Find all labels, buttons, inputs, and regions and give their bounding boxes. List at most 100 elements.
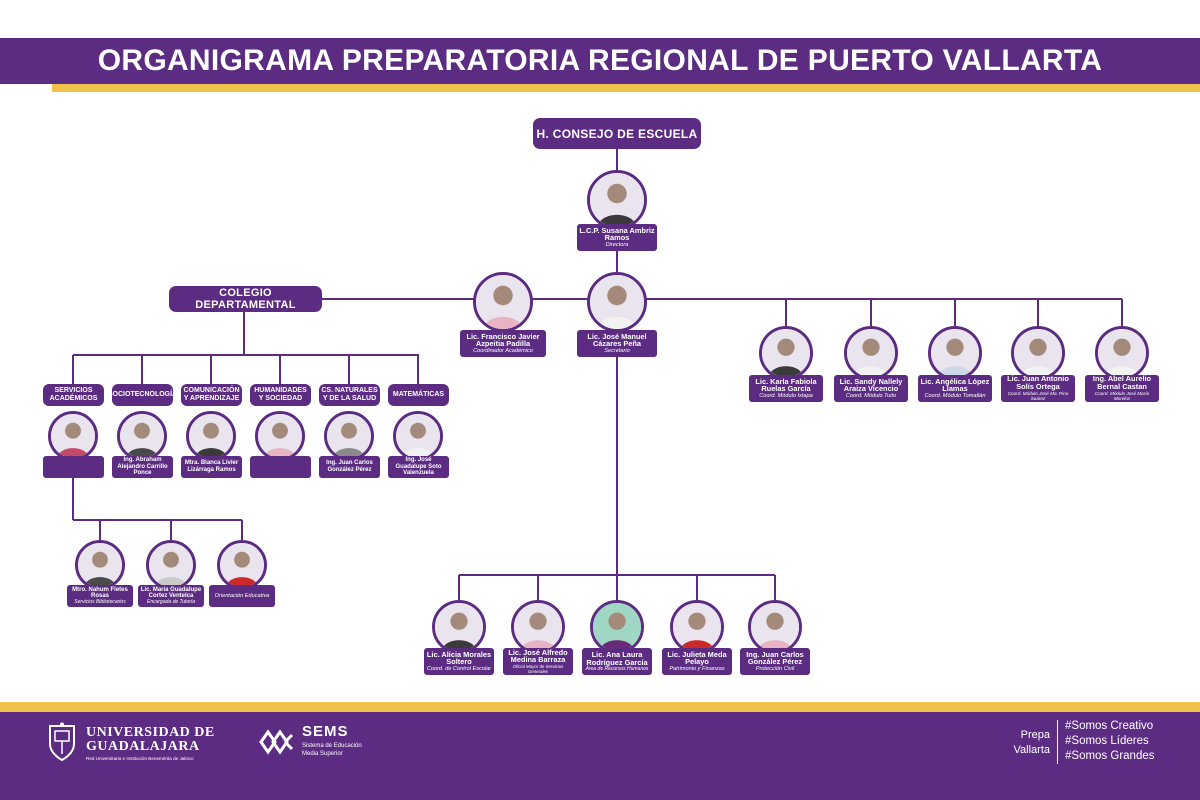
secretary-role: Secretario <box>604 347 630 354</box>
module-photo-tomatlan <box>928 326 982 380</box>
staff-label-proteccion-civil: Ing. Juan Carlos González Pérez Protecci… <box>740 648 810 675</box>
staff-label-patrimonio: Lic. Julieta Meda Pelayo Patrimonio y Fi… <box>662 648 732 675</box>
module-label-ixtapa: Lic. Karla Fabiola Ruelas García Coord. … <box>749 375 823 402</box>
dept-photo-humanidades <box>255 411 305 461</box>
module-photo-morelos <box>1095 326 1149 380</box>
hashtag-creativo: #Somos Creativo <box>1065 720 1154 732</box>
module-label-tuito: Lic. Sandy Nallely Araiza Vicencio Coord… <box>834 375 908 402</box>
person-icon <box>435 603 483 651</box>
academic-coord-label: Lic. Francisco Javier Azpeitia Padilla C… <box>460 330 546 357</box>
footer-divider <box>1057 720 1058 764</box>
person-icon <box>1014 329 1062 377</box>
dept-photo-comunicacion <box>186 411 236 461</box>
person-icon <box>590 275 644 329</box>
services-label-library: Mtro. Nahum Fletes Rosas Servicios Bibli… <box>67 585 133 607</box>
person-icon <box>78 543 122 587</box>
dept-photo-sociotecnologia <box>117 411 167 461</box>
person-icon <box>327 414 371 458</box>
person-icon <box>590 173 644 227</box>
services-label-tutoring: Lic. María Guadalupe Cortez Ventelca Enc… <box>138 585 204 607</box>
sems-line2: Media Superior <box>302 751 343 757</box>
dept-header-matematicas: MATEMÁTICAS <box>388 384 449 406</box>
dept-label-comunicacion: Mtra. Blanca Livier Lizárraga Ramos <box>181 456 242 478</box>
dept-header-comunicacion: COMUNICACIÓN Y APRENDIZAJE <box>181 384 242 406</box>
hashtag-grandes: #Somos Grandes <box>1065 750 1155 762</box>
dept-photo-matematicas <box>393 411 443 461</box>
staff-photo-proteccion-civil <box>748 600 802 654</box>
udg-line2: GUADALAJARA <box>86 739 200 754</box>
council-label: H. CONSEJO DE ESCUELA <box>536 126 698 141</box>
academic-coord-photo <box>473 272 533 332</box>
module-photo-tuito <box>844 326 898 380</box>
director-name: L.C.P. Susana Ambriz Ramos <box>579 225 655 243</box>
person-icon <box>120 414 164 458</box>
person-icon <box>220 543 264 587</box>
person-icon <box>51 414 95 458</box>
udg-line1: UNIVERSIDAD DE <box>86 725 215 740</box>
dept-header-naturales: CS. NATURALES Y DE LA SALUD <box>319 384 380 406</box>
services-photo-tutoring <box>146 540 196 590</box>
collegiate-box: COLEGIO DEPARTAMENTAL <box>169 286 322 312</box>
staff-label-recursos-humanos: Lic. Ana Laura Rodríguez García Área de … <box>582 648 652 675</box>
person-icon <box>476 275 530 329</box>
academic-coord-name: Lic. Francisco Javier Azpeitia Padilla <box>466 331 540 349</box>
person-icon <box>673 603 721 651</box>
person-icon <box>1098 329 1146 377</box>
staff-photo-patrimonio <box>670 600 724 654</box>
page-title: ORGANIGRAMA PREPARATORIA REGIONAL DE PUE… <box>97 44 1103 77</box>
module-label-tomatlan: Lic. Angélica López Llamas Coord. Módulo… <box>918 375 992 402</box>
staff-label-control-escolar: Lic. Alicia Morales Soltero Coord. de Co… <box>424 648 494 675</box>
person-icon <box>847 329 895 377</box>
staff-photo-recursos-humanos <box>590 600 644 654</box>
staff-label-servicios-generales: Lic. José Alfredo Medina Barraza Oficial… <box>503 648 573 675</box>
person-icon <box>593 603 641 651</box>
dept-header-servicios: SERVICIOS ACADÉMICOS <box>43 384 104 406</box>
services-photo-library <box>75 540 125 590</box>
dept-header-sociotecnologia: SOCIOTECNOLOGÍA <box>108 384 177 406</box>
dept-photo-naturales <box>324 411 374 461</box>
dept-photo-servicios <box>48 411 98 461</box>
staff-photo-servicios-generales <box>511 600 565 654</box>
person-icon <box>396 414 440 458</box>
secretary-label: Lic. José Manuel Cázares Peña Secretario <box>577 330 657 357</box>
dept-label-humanidades <box>250 456 311 478</box>
footer-gold-stripe <box>0 702 1200 712</box>
hashtag-lideres: #Somos Líderes <box>1065 735 1149 747</box>
academic-coord-role: Coordinador Académico <box>473 347 533 354</box>
person-icon <box>514 603 562 651</box>
person-icon <box>751 603 799 651</box>
services-photo-guidance <box>217 540 267 590</box>
title-banner: ORGANIGRAMA PREPARATORIA REGIONAL DE PUE… <box>0 38 1200 84</box>
person-icon <box>931 329 979 377</box>
collegiate-label: COLEGIO DEPARTAMENTAL <box>195 287 296 311</box>
council-box: H. CONSEJO DE ESCUELA <box>533 118 701 149</box>
sems-title: SEMS <box>302 723 349 740</box>
module-photo-pino-suarez <box>1011 326 1065 380</box>
dept-label-servicios <box>43 456 104 478</box>
udg-crest-icon <box>49 722 75 762</box>
staff-photo-control-escolar <box>432 600 486 654</box>
sems-line1: Sistema de Educación <box>302 743 362 749</box>
dept-header-humanidades: HUMANIDADES Y SOCIEDAD <box>250 384 311 406</box>
prepa-line1: Prepa <box>1020 729 1050 741</box>
director-photo <box>587 170 647 230</box>
module-label-pino-suarez: Lic. Juan Antonio Solís Ortega Coord. Mó… <box>1001 375 1075 402</box>
director-label: L.C.P. Susana Ambriz Ramos Directora <box>577 224 657 251</box>
module-photo-ixtapa <box>759 326 813 380</box>
prepa-line2: Vallarta <box>1013 744 1050 756</box>
services-label-guidance: Orientación Educativa <box>209 585 275 607</box>
person-icon <box>258 414 302 458</box>
dept-label-sociotecnologia: Ing. Abraham Alejandro Carrillo Ponce <box>112 456 173 478</box>
person-icon <box>762 329 810 377</box>
module-label-morelos: Ing. Abel Aurelio Bernal Castan Coord. M… <box>1085 375 1159 402</box>
dept-label-matematicas: Ing. José Guadalupe Soto Valenzuela <box>388 456 449 478</box>
secretary-photo <box>587 272 647 332</box>
director-role: Directora <box>605 241 629 248</box>
title-gold-stripe <box>52 84 1200 92</box>
udg-tagline: Red Universitaria e Institución Beneméri… <box>86 756 194 761</box>
dept-label-naturales: Ing. Juan Carlos González Pérez <box>319 456 380 478</box>
sems-logo-icon <box>259 729 294 755</box>
secretary-name: Lic. José Manuel Cázares Peña <box>587 331 647 349</box>
person-icon <box>189 414 233 458</box>
